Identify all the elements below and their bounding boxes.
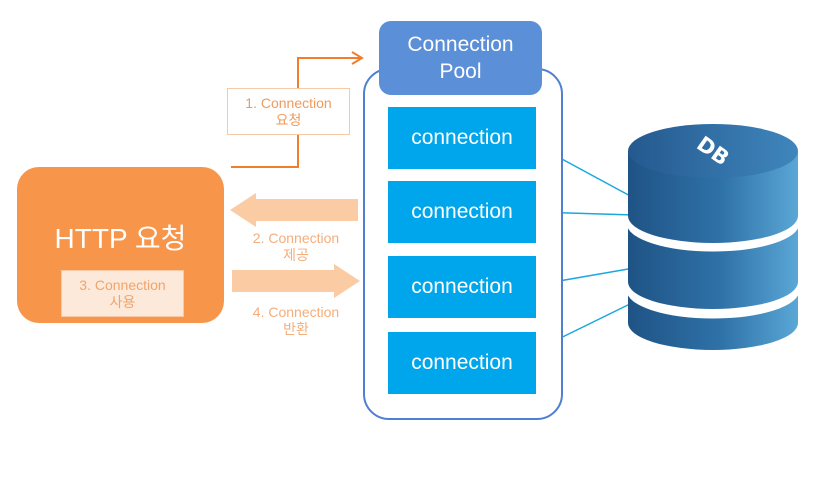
return-label-line1: 4. Connection [252,304,340,320]
request-arrow-head [351,51,364,65]
provide-arrow [230,193,358,227]
connection-box-4: connection [388,332,536,394]
use-label-line2: 사용 [109,293,136,310]
provide-label-line1: 2. Connection [252,230,340,246]
pool-title-line2: Pool [439,60,482,83]
use-label-line1: 3. Connection [79,276,166,293]
return-arrow [232,264,360,298]
connection-box-2: connection [388,181,536,243]
connection-pool-title: Connection Pool [379,21,542,95]
connection-provide-label: 2. Connection 제공 [226,230,366,264]
connection-request-label: 1. Connection 요청 [227,88,350,135]
provide-label-line2: 제공 [283,247,309,263]
request-label-line1: 1. Connection [245,94,332,111]
http-request-title: HTTP 요청 [54,223,187,254]
connection-use-label: 3. Connection 사용 [61,270,184,317]
database-cylinder [626,124,800,350]
return-label-line2: 반환 [283,321,309,337]
connection-box-1: connection [388,107,536,169]
connection-return-label: 4. Connection 반환 [226,304,366,338]
connection-box-3: connection [388,256,536,318]
pool-title-line1: Connection [407,33,514,56]
request-label-line2: 요청 [275,111,302,128]
